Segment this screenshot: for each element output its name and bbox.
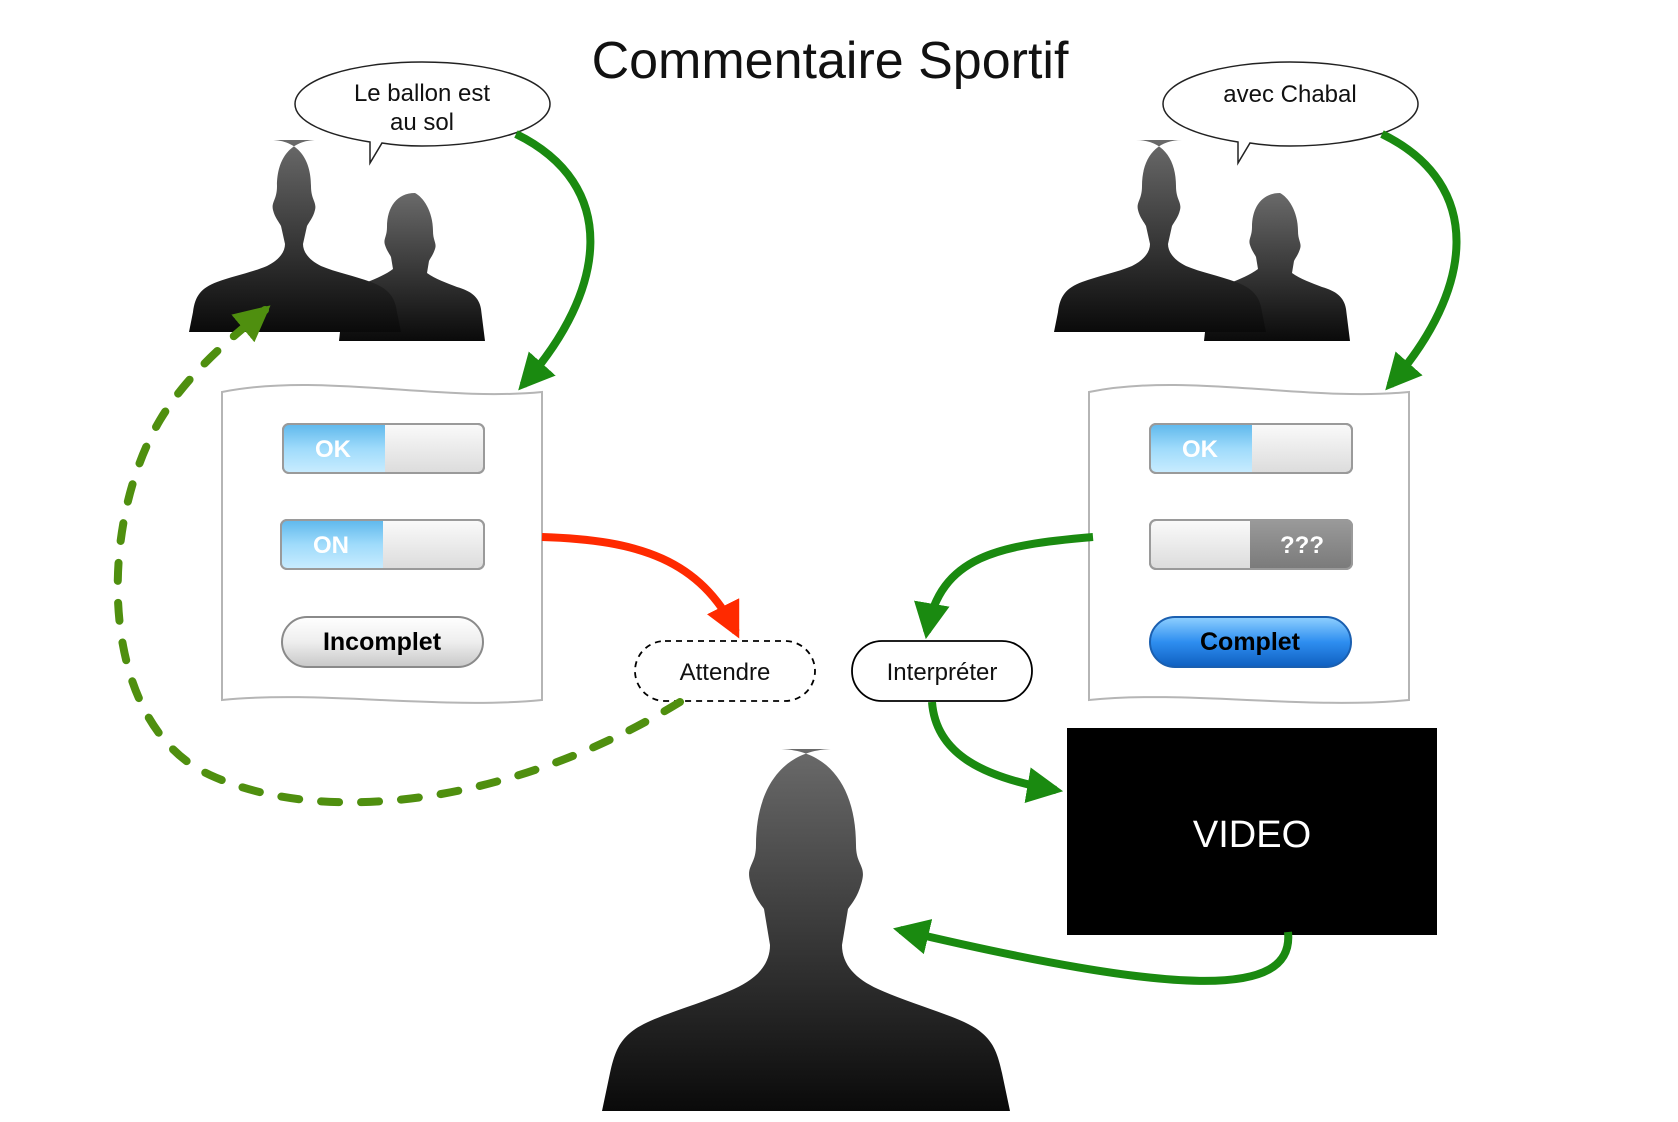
arrow-panel-to-interpret	[914, 533, 1094, 640]
incomplet-button-label: Incomplet	[323, 628, 442, 656]
right-speech-line1: avec Chabal	[1223, 81, 1356, 108]
complet-button-label: Complet	[1200, 628, 1301, 656]
left-toggle-on[interactable]: ON	[280, 519, 485, 570]
video-label: VIDEO	[1193, 814, 1311, 856]
wait-node-label: Attendre	[680, 659, 771, 686]
interpret-node: Interpréter	[851, 640, 1033, 702]
right-form-panel: OK ??? Complet	[1088, 383, 1410, 704]
viewer-person-icon	[602, 749, 1010, 1111]
video-panel: VIDEO	[1067, 728, 1437, 935]
left-toggle-on-label: ON	[313, 532, 349, 559]
left-speech-line2: au sol	[390, 109, 454, 136]
arrow-interpret-to-video	[928, 701, 1064, 803]
arrow-panel-to-wait	[541, 533, 740, 639]
interpret-node-label: Interpréter	[887, 659, 998, 686]
left-speech-line1: Le ballon est	[354, 80, 490, 107]
right-toggle-ok-label: OK	[1182, 436, 1219, 463]
right-toggle-ok[interactable]: OK	[1149, 423, 1353, 474]
arrow-left-bubble-to-panel	[514, 130, 595, 391]
left-toggle-ok[interactable]: OK	[282, 423, 485, 474]
arrow-wait-to-commentators-dashed	[113, 305, 684, 807]
left-toggle-ok-label: OK	[315, 436, 352, 463]
left-speech-bubble: Le ballon est au sol	[294, 61, 551, 166]
arrow-video-to-viewer	[892, 919, 1293, 985]
diagram-title: Commentaire Sportif	[592, 32, 1069, 90]
arrow-right-bubble-to-panel	[1380, 130, 1461, 391]
right-toggle-unknown-label: ???	[1280, 532, 1324, 559]
right-speech-bubble: avec Chabal	[1162, 61, 1419, 166]
right-commentators-icon	[1054, 140, 1350, 341]
incomplet-button[interactable]: Incomplet	[281, 616, 484, 668]
left-commentators-icon	[189, 140, 485, 341]
complet-button[interactable]: Complet	[1149, 616, 1352, 668]
right-toggle-unknown[interactable]: ???	[1149, 519, 1353, 570]
left-form-panel: OK ON Incomplet	[221, 383, 543, 704]
wait-node: Attendre	[634, 640, 816, 702]
